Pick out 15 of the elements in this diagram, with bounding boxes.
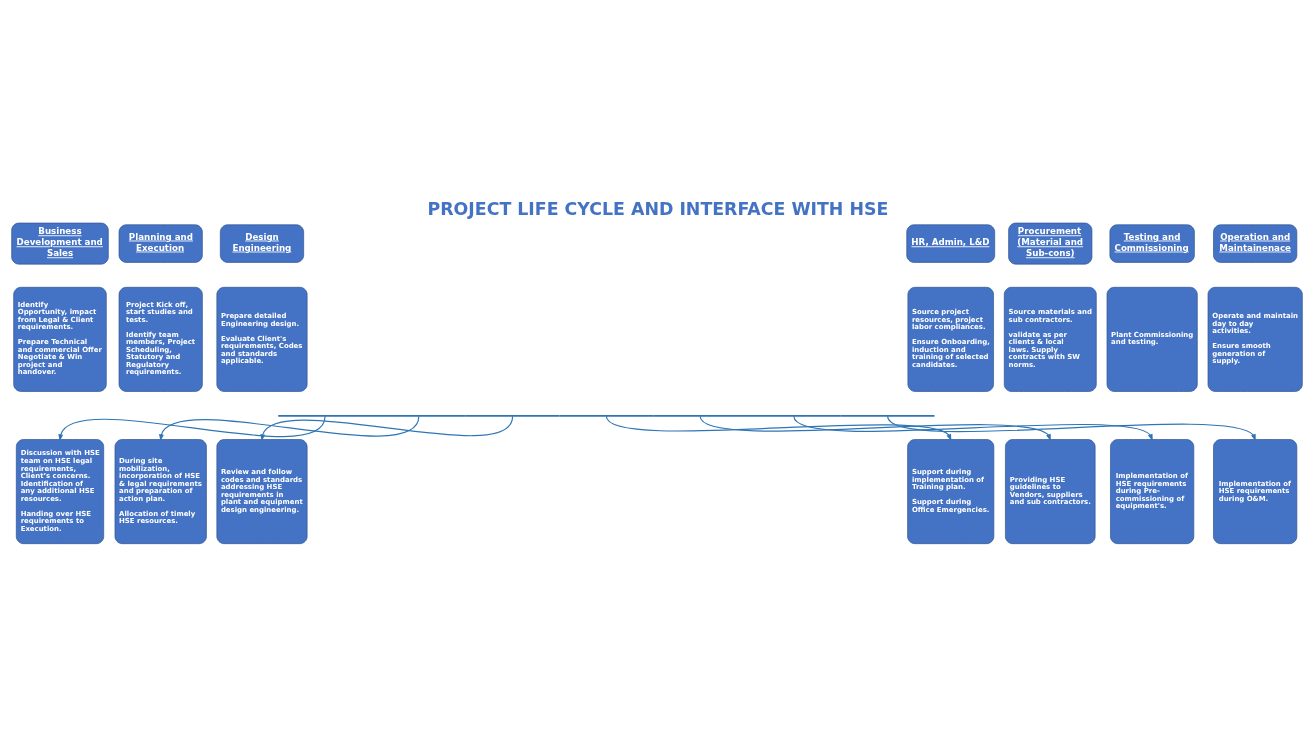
arrow	[159, 415, 420, 441]
node-box: Testing and Commissioning	[1109, 223, 1195, 263]
diagram-title: PROJECT LIFE CYCLE AND INTERFACE WITH HSE	[427, 198, 889, 219]
arrow	[58, 415, 326, 441]
arrow	[887, 415, 1256, 441]
node-box: Design Engineering	[219, 223, 304, 263]
arrow	[793, 415, 1153, 441]
arrow	[605, 415, 952, 441]
node-box: HR, Admin, L&D	[906, 223, 996, 263]
node-box: Operation and Maintainenace	[1213, 223, 1298, 263]
node-box: Procurement (Material and Sub-cons)	[1008, 222, 1093, 264]
arrow	[699, 415, 1051, 441]
node-box: Business Development and Sales	[11, 222, 109, 264]
node-box: Planning and Execution	[118, 223, 203, 263]
arrow	[260, 415, 514, 441]
